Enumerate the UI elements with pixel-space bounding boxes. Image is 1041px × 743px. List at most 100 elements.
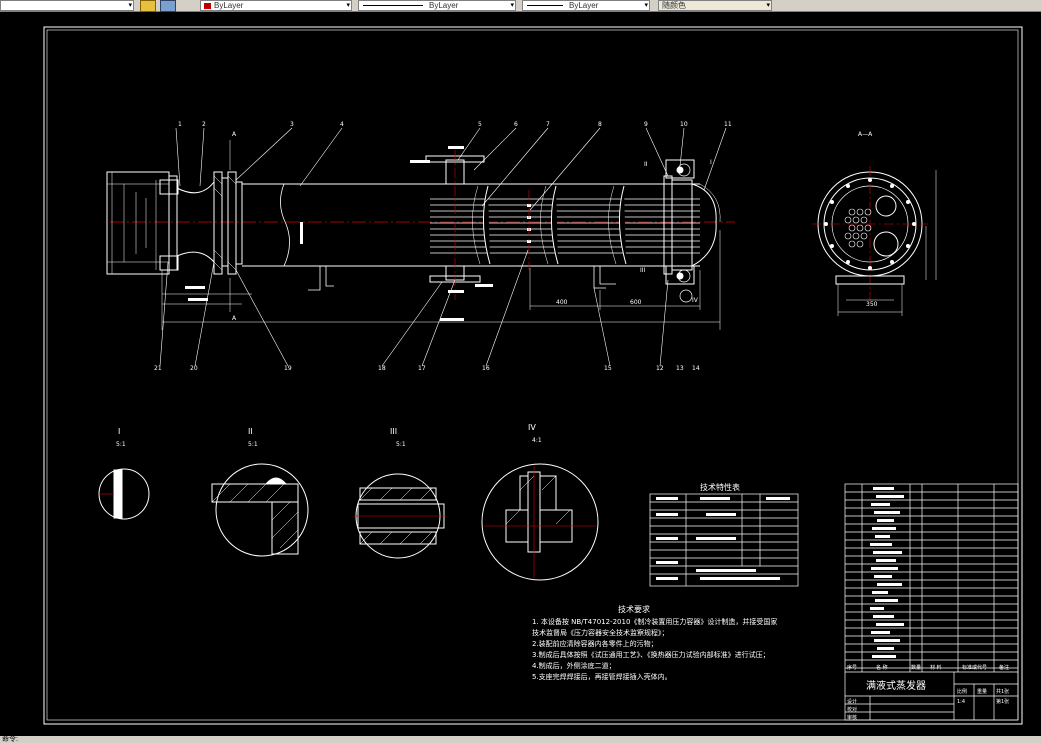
- parts-list-entry: [875, 599, 898, 602]
- lineweight-dropdown[interactable]: ByLayer ▾: [522, 0, 650, 11]
- linetype-preview: [363, 5, 423, 7]
- plotstyle-dropdown[interactable]: 随颜色 ▾: [658, 0, 772, 11]
- part-num-7: 7: [546, 121, 550, 128]
- hdr-index: 序号: [847, 664, 857, 671]
- parts-list-entry: [876, 495, 904, 498]
- parts-list-entry: [871, 631, 890, 634]
- command-line[interactable]: 命令:: [0, 736, 1041, 743]
- sheet-label: 共1张: [996, 688, 1009, 695]
- lineweight-value: ByLayer: [569, 1, 599, 10]
- layer-prev-icon[interactable]: [160, 0, 176, 12]
- part-num-3: 3: [290, 121, 294, 128]
- dim-600: 600: [630, 299, 642, 306]
- title-block: [844, 483, 1019, 721]
- parts-list-entry: [877, 647, 894, 650]
- parts-list-entry: [877, 583, 902, 586]
- hdr-standard: 标准或代号: [962, 664, 987, 671]
- parts-list-entry: [872, 527, 896, 530]
- section-mark-bottom: A: [232, 315, 237, 322]
- lineweight-preview: [527, 5, 563, 7]
- parts-list-entry: [871, 567, 898, 570]
- plotstyle-value: 随颜色: [662, 1, 686, 10]
- parts-list-entry: [873, 487, 894, 490]
- hdr-qty: 数量: [911, 664, 921, 671]
- detail-I-scale: 5:1: [116, 441, 126, 448]
- part-num-17: 17: [418, 365, 426, 372]
- parts-list-entry: [876, 559, 896, 562]
- inner-border: [46, 29, 1019, 721]
- weight-label: 重量: [977, 688, 987, 695]
- parts-list-entry: [870, 543, 892, 546]
- chevron-down-icon: ▾: [766, 2, 770, 9]
- requirement-2: 2.装配前应清除容器内各零件上的污物；: [532, 639, 658, 648]
- parts-list-entry: [872, 655, 896, 658]
- section-view-a-a: [812, 166, 937, 316]
- color-value: ByLayer: [214, 1, 244, 10]
- part-num-12: 12: [656, 365, 664, 372]
- detail-mark-II: II: [644, 161, 648, 168]
- part-num-13: 13: [676, 365, 684, 372]
- detail-labels: I 5:1 II 5:1 III 5:1 IV 4:1: [116, 423, 542, 448]
- chevron-down-icon: ▾: [510, 2, 514, 9]
- part-num-19: 19: [284, 365, 292, 372]
- detail-I-title: I: [118, 427, 120, 436]
- row-check: 校对: [847, 706, 857, 713]
- part-num-20: 20: [190, 365, 198, 372]
- dim-400: 400: [556, 299, 568, 306]
- requirements-title: 技术要求: [618, 604, 650, 614]
- hdr-name: 名 称: [876, 664, 888, 671]
- color-dropdown[interactable]: ByLayer ▾: [200, 0, 352, 11]
- detail-II-title: II: [248, 427, 253, 436]
- parts-list-entry: [870, 607, 884, 610]
- elevation-view: [106, 127, 735, 367]
- layer-dropdown[interactable]: ▾: [0, 0, 134, 11]
- color-swatch: [204, 2, 211, 9]
- part-num-6: 6: [514, 121, 518, 128]
- chevron-down-icon: ▾: [346, 2, 350, 9]
- hdr-material: 材 料: [930, 664, 942, 671]
- outer-border: [43, 26, 1023, 725]
- part-num-10: 10: [680, 121, 688, 128]
- requirement-1b: 技术监督局《压力容器安全技术监察规程》；: [532, 628, 669, 637]
- scale-value: 1:4: [957, 699, 965, 705]
- linetype-dropdown[interactable]: ByLayer ▾: [358, 0, 516, 11]
- technical-requirements: 技术要求 1. 本设备按 NB/T47012-2010《制冷装置用压力容器》设计…: [532, 604, 777, 681]
- part-num-8: 8: [598, 121, 602, 128]
- linetype-value: ByLayer: [429, 1, 459, 10]
- parts-list-entry: [873, 551, 902, 554]
- dim-350: 350: [866, 301, 878, 308]
- requirement-3: 3.制成后具体按照《试压通用工艺》、《换热器压力试验内部标准》进行试压；: [532, 650, 770, 659]
- detail-mark-I: I: [710, 159, 712, 166]
- part-num-21: 21: [154, 365, 162, 372]
- part-num-16: 16: [482, 365, 490, 372]
- command-prompt: 命令:: [2, 736, 18, 743]
- spec-table-title: 技术特性表: [700, 482, 740, 492]
- detail-IV-scale: 4:1: [532, 437, 542, 444]
- elevation-labels: 1 2 3 4 5 6 7 8 9 10 11 21 20 19 18 17 1…: [154, 121, 732, 372]
- drawing-canvas[interactable]: 1 2 3 4 5 6 7 8 9 10 11 21 20 19 18 17 1…: [0, 12, 1041, 736]
- parts-list-entry: [876, 623, 904, 626]
- part-num-18: 18: [378, 365, 386, 372]
- part-num-1: 1: [178, 121, 182, 128]
- detail-II-scale: 5:1: [248, 441, 258, 448]
- requirement-4: 4.制成后，外侧涂底二道；: [532, 661, 616, 670]
- part-num-5: 5: [478, 121, 482, 128]
- chevron-down-icon: ▾: [644, 2, 648, 9]
- parts-list-entry: [874, 639, 900, 642]
- part-num-4: 4: [340, 121, 344, 128]
- parts-list-entry: [872, 591, 888, 594]
- cad-drawing: 1 2 3 4 5 6 7 8 9 10 11 21 20 19 18 17 1…: [43, 26, 1023, 725]
- scale-label: 比例: [957, 688, 967, 695]
- section-mark-top: A: [232, 131, 237, 138]
- layer-tools-icon[interactable]: [140, 0, 156, 12]
- detail-IV-title: IV: [528, 423, 536, 432]
- detail-III-title: III: [390, 427, 397, 436]
- detail-mark-III: III: [640, 267, 646, 274]
- chevron-down-icon: ▾: [128, 2, 132, 9]
- detail-mark-IV: IV: [692, 297, 699, 304]
- parts-list-entry: [874, 511, 900, 514]
- parts-list-entry: [874, 575, 892, 578]
- part-num-9: 9: [644, 121, 648, 128]
- parts-list-entry: [877, 519, 894, 522]
- spec-table: [649, 493, 799, 587]
